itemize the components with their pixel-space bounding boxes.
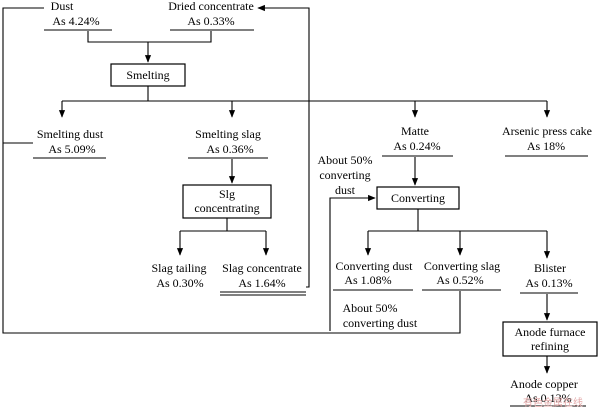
recycle-upper-line1: About 50% [318,153,373,167]
blister-value: As 0.13% [525,276,572,290]
annotation-recycle-lower: About 50% converting dust [343,301,418,330]
node-arsenic-press-cake: Arsenic press cake As 18% [502,124,592,157]
main-recycle-loop [2,7,461,334]
recycle-lower-line2: converting dust [343,316,418,330]
converting-dust-recycle-line [329,194,376,331]
process-smelting: Smelting [110,63,186,87]
smelting-outputs-connector [58,86,551,118]
dried-concentrate-value: As 0.33% [187,14,234,28]
dried-concentrate-name: Dried concentrate [168,0,254,13]
arsenic-press-cake-name: Arsenic press cake [502,124,592,138]
anode-refining-label-line1: Anode furnace [515,325,586,339]
matte-value: As 0.24% [393,139,440,153]
node-matte: Matte As 0.24% [382,124,453,157]
smelting-label: Smelting [126,68,169,82]
process-converting: Converting [376,186,460,210]
arsenic-press-cake-value: As 18% [527,139,565,153]
slag-concentrate-name: Slag concentrate [222,261,302,275]
converting-label: Converting [391,191,445,205]
node-blister: Blister As 0.13% [520,261,578,294]
recycle-upper-line3: dust [335,183,356,197]
recycle-lower-line1: About 50% [343,301,398,315]
converting-dust-name: Converting dust [336,259,414,273]
smelting-dust-name: Smelting dust [37,127,104,141]
recycle-upper-line2: converting [319,168,370,182]
inputs-to-smelting-connector [87,31,212,63]
blister-name: Blister [534,261,566,275]
slag-concentrate-value: As 1.64% [238,276,285,290]
slag-concentrate-recycle-line [257,4,310,288]
dust-value: As 4.24% [52,14,99,28]
slag-tailing-value: As 0.30% [156,276,203,290]
slag-concentrating-label-line1: Slg [219,187,235,201]
annotation-recycle-upper: About 50% converting dust [318,153,373,197]
node-dried-concentrate: Dried concentrate As 0.33% [168,0,254,31]
anode-copper-value: As 0.13% [524,391,571,405]
process-slag-concentrating: Slg concentrating [182,184,272,219]
node-converting-dust: Converting dust As 1.08% [333,259,414,291]
smelting-slag-name: Smelting slag [195,127,261,141]
dust-name: Dust [51,0,74,13]
node-converting-slag: Converting slag As 0.52% [422,259,501,291]
matte-name: Matte [401,124,429,138]
slag-concentrating-label-line2: concentrating [194,201,259,215]
smelting-slag-value: As 0.36% [206,142,253,156]
node-slag-tailing: Slag tailing As 0.30% [152,261,207,290]
converting-slag-value: As 0.52% [436,273,483,287]
node-smelting-dust: Smelting dust As 5.09% [33,127,106,159]
anode-copper-name: Anode copper [510,377,578,391]
converting-outputs-connector [364,209,551,259]
node-smelting-slag: Smelting slag As 0.36% [188,127,268,159]
watermark: 有色金属在线 [523,396,583,409]
node-dust: Dust As 4.24% [44,0,112,31]
node-slag-concentrate: Slag concentrate As 1.64% [220,261,306,296]
converting-slag-name: Converting slag [424,259,500,273]
node-anode-copper: Anode copper As 0.13% [510,377,586,407]
converting-dust-value: As 1.08% [344,273,391,287]
concentrating-outputs-connector [176,218,270,256]
process-anode-refining: Anode furnace refining [502,321,598,357]
anode-refining-label-line2: refining [531,339,569,353]
smelting-dust-value: As 5.09% [48,142,95,156]
slag-tailing-name: Slag tailing [152,261,207,275]
